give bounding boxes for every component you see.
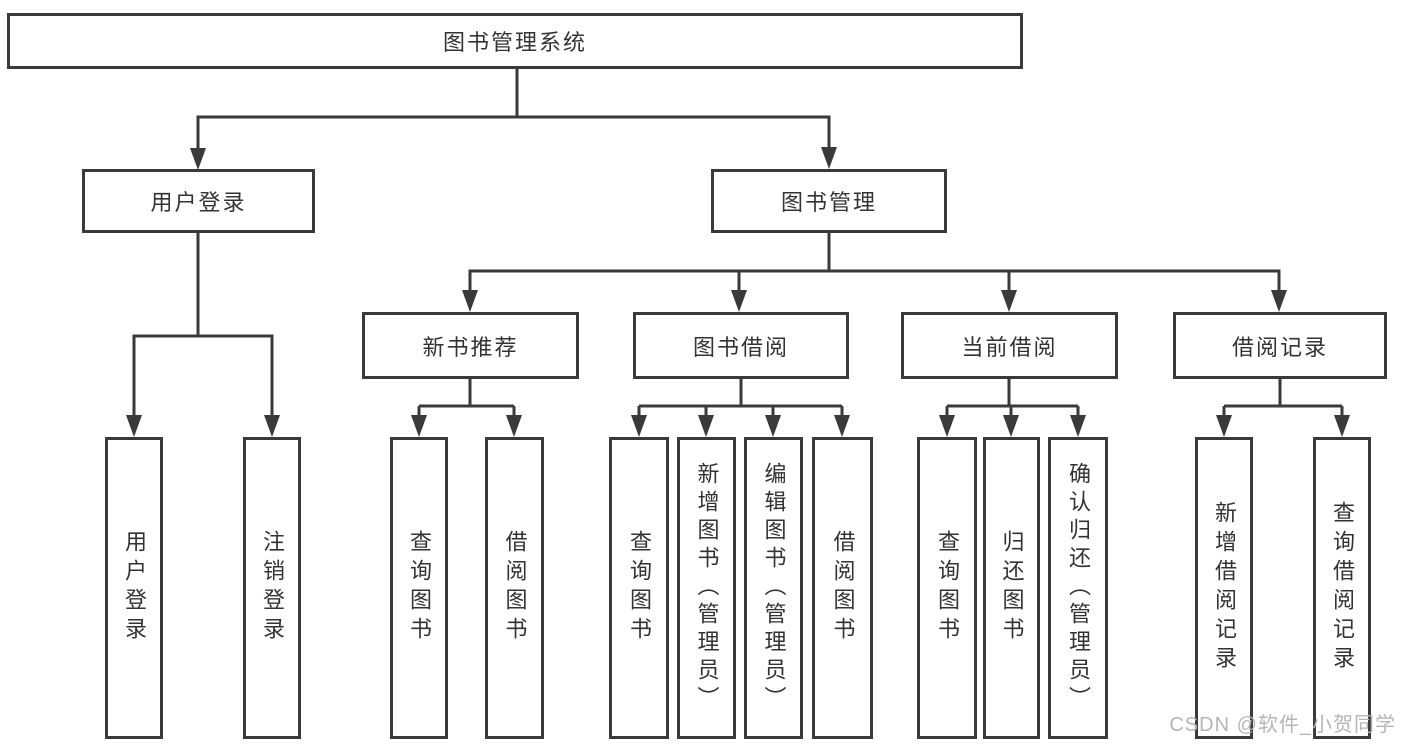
leaf-return-books: 归还图书: [983, 437, 1040, 739]
leaf-add-borrow-record: 新增借阅记录: [1195, 437, 1253, 739]
node-book-borrowing: 图书借阅: [633, 312, 849, 379]
leaf-query-books-borrowing: 查询图书: [609, 437, 669, 739]
node-book-management: 图书管理: [711, 169, 947, 233]
leaf-borrow-books-recommend: 借阅图书: [485, 437, 544, 739]
leaf-confirm-return-admin: 确认归还（管理员）: [1048, 437, 1108, 739]
node-user-login: 用户登录: [82, 169, 315, 233]
leaf-query-books-recommend: 查询图书: [390, 437, 448, 739]
node-library-management-system: 图书管理系统: [7, 13, 1023, 69]
arrowheads: [126, 147, 1350, 437]
node-current-borrowing: 当前借阅: [901, 312, 1118, 379]
leaf-user-login: 用户登录: [105, 437, 163, 739]
node-new-book-recommendation: 新书推荐: [362, 312, 579, 379]
leaf-add-books-admin: 新增图书（管理员）: [677, 437, 736, 739]
leaf-query-borrow-record: 查询借阅记录: [1313, 437, 1371, 739]
leaf-edit-books-admin: 编辑图书（管理员）: [744, 437, 803, 739]
leaf-query-books-current: 查询图书: [917, 437, 977, 739]
csdn-watermark: CSDN @软件_小贺同学: [1169, 714, 1396, 736]
leaf-logout: 注销登录: [243, 437, 301, 739]
leaf-borrow-books-borrowing: 借阅图书: [812, 437, 873, 739]
node-borrowing-records: 借阅记录: [1173, 312, 1387, 379]
